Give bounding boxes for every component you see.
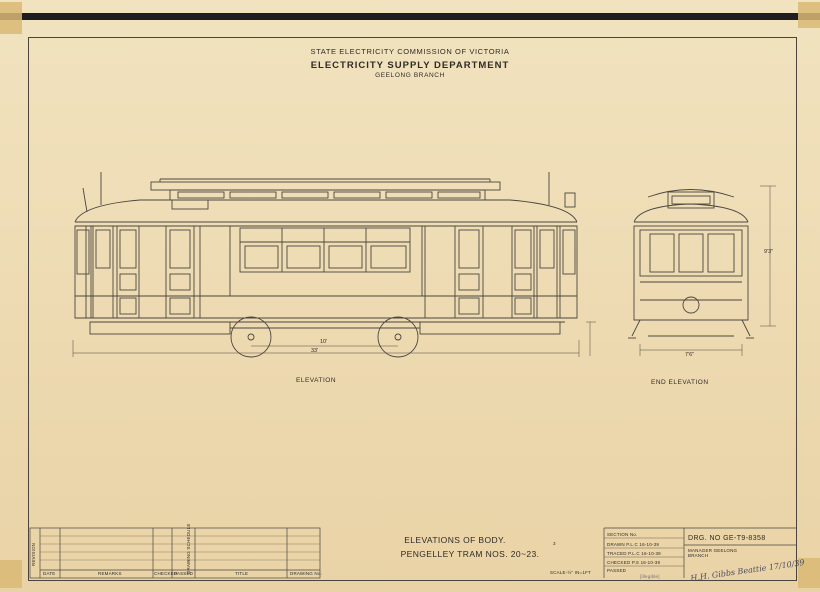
dim-end-width: 7'6"	[685, 352, 695, 358]
drawing-number: DRG. NO GE-T9-8358	[688, 535, 766, 542]
rev-col-remarks: REMARKS	[98, 571, 122, 576]
rev-col-drawing-no: DRAWING No.	[290, 571, 323, 576]
dim-wheelbase: 10'	[320, 339, 328, 345]
tape-top-right	[798, 2, 820, 28]
checked-field: CHECKED P.S 16-10-39	[607, 560, 661, 565]
end-elevation	[628, 185, 776, 356]
drawing-title-line2: PENGELLEY TRAM NOS. 20~23.	[400, 549, 540, 559]
department-title: ELECTRICITY SUPPLY DEPARTMENT	[310, 60, 510, 71]
title-block-lines	[603, 527, 797, 578]
section-field: SECTION No.	[607, 532, 638, 537]
tape-bottom-right	[798, 558, 820, 588]
rev-col-passed: PASSED	[174, 571, 194, 576]
drawing-scale: SCALE-½" IN=1FT	[550, 570, 591, 575]
rev-col-checked: CHECKED	[154, 571, 178, 576]
end-elevation-label: END ELEVATION	[651, 379, 709, 386]
revision-label: REVISION	[31, 542, 36, 566]
revision-block-lines	[29, 527, 321, 579]
dim-end-height: 9'3"	[764, 249, 774, 255]
title-stamp: 3	[553, 541, 556, 546]
rev-col-title: TITLE	[235, 571, 249, 576]
rev-col-drawing-schedule: DRAWING SCHEDULE	[186, 523, 191, 574]
org-title: STATE ELECTRICITY COMMISSION OF VICTORIA	[310, 47, 510, 56]
drawing-frame	[28, 37, 797, 581]
tape-top-left	[0, 2, 22, 34]
dim-overall-length: 33'	[311, 348, 319, 354]
rev-col-date: DATE	[43, 571, 56, 576]
tape-bottom-left	[0, 560, 22, 588]
drawn-field: DRAWN P.L.C 16-10-39	[607, 542, 660, 547]
top-border-band	[0, 13, 820, 20]
manager-field: MANAGER GEELONG BRANCH	[688, 548, 738, 558]
branch-title: GEELONG BRANCH	[375, 72, 445, 79]
clerestory-panels	[177, 191, 481, 199]
handwritten-footnote: [illegible]	[640, 574, 660, 579]
traced-field: TRACED P.L.C 16-10-39	[607, 551, 661, 556]
passed-field: PASSED	[607, 568, 627, 573]
drawing-title-line1: ELEVATIONS OF BODY.	[404, 535, 506, 545]
side-elevation	[72, 172, 596, 358]
side-elevation-label: ELEVATION	[296, 377, 337, 384]
